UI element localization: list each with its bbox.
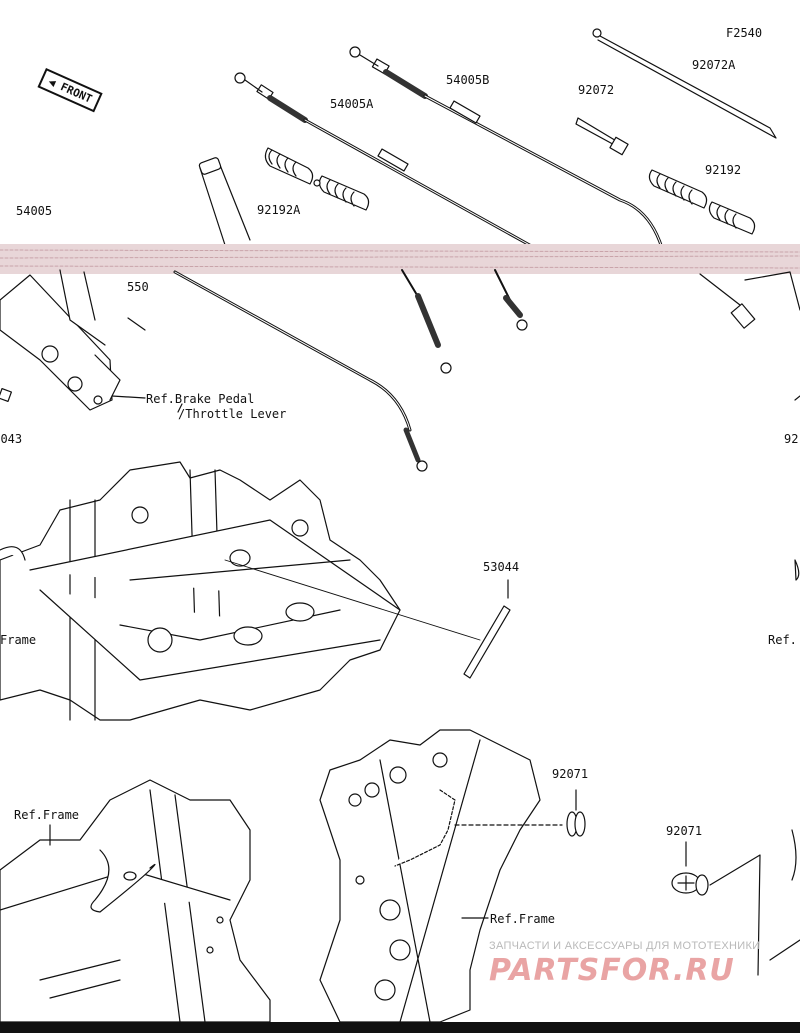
right-edge-line bbox=[769, 939, 800, 961]
part-label-92192: 92192 bbox=[705, 163, 742, 177]
grip-92192A bbox=[264, 147, 370, 211]
leader-throttle bbox=[177, 403, 183, 413]
throttle-cable-54005 bbox=[173, 269, 800, 472]
part-label-54005: 54005 bbox=[16, 204, 53, 218]
ref-frame-lower-left: Ref.Frame bbox=[14, 808, 80, 822]
frame-section-lower-mid bbox=[319, 729, 563, 1023]
frame-section-lower-left bbox=[0, 779, 271, 1023]
scan-band bbox=[0, 244, 800, 274]
bracket-upper bbox=[198, 157, 251, 246]
grommet-92071-a bbox=[566, 789, 586, 837]
figure-code: F2540 bbox=[726, 26, 763, 40]
right-edge-part bbox=[794, 559, 800, 581]
bottom-border bbox=[0, 1022, 800, 1033]
part-label-54005B: 54005B bbox=[446, 73, 490, 87]
scan-band-noise bbox=[0, 249, 800, 269]
part-label-92071-a: 92071 bbox=[552, 767, 589, 781]
grommet-92071-b bbox=[671, 841, 761, 976]
watermark-logo: PARTSFOR.RU bbox=[489, 953, 735, 988]
band-92072 bbox=[575, 117, 629, 156]
part-label-550: 550 bbox=[127, 280, 149, 294]
part-label-53044: 53044 bbox=[483, 560, 520, 574]
grip-92192 bbox=[648, 169, 756, 235]
part-label-92071-b: 92071 bbox=[666, 824, 703, 838]
watermark-tagline: ЗАПЧАСТИ И АКСЕССУАРЫ ДЛЯ МОТОТЕХНИКИ bbox=[489, 940, 761, 952]
right-edge-tick bbox=[794, 395, 800, 401]
ref-cut-right: 92 bbox=[784, 432, 799, 446]
right-edge-frame bbox=[791, 829, 797, 881]
part-label-92072A: 92072A bbox=[692, 58, 736, 72]
brake-pedal-assembly bbox=[0, 269, 146, 411]
ref-frame-lower-mid: Ref.Frame bbox=[490, 912, 556, 926]
cable-54005A bbox=[234, 72, 537, 250]
ref-frame-right: Ref. bbox=[768, 633, 797, 647]
part-label-54005A: 54005A bbox=[330, 97, 374, 111]
band-92072A bbox=[592, 28, 777, 139]
ref-frame-left: Frame bbox=[0, 633, 37, 647]
cable-54005B bbox=[349, 46, 664, 250]
part-label-92043: 92043 bbox=[0, 432, 23, 446]
frame-section-middle bbox=[0, 461, 481, 721]
part-label-92072: 92072 bbox=[578, 83, 615, 97]
ref-brake-pedal: Ref.Brake Pedal bbox=[146, 392, 255, 406]
ref-throttle-lever: /Throttle Lever bbox=[178, 407, 287, 421]
part-label-92192A: 92192A bbox=[257, 203, 301, 217]
pad-53044 bbox=[463, 579, 511, 679]
